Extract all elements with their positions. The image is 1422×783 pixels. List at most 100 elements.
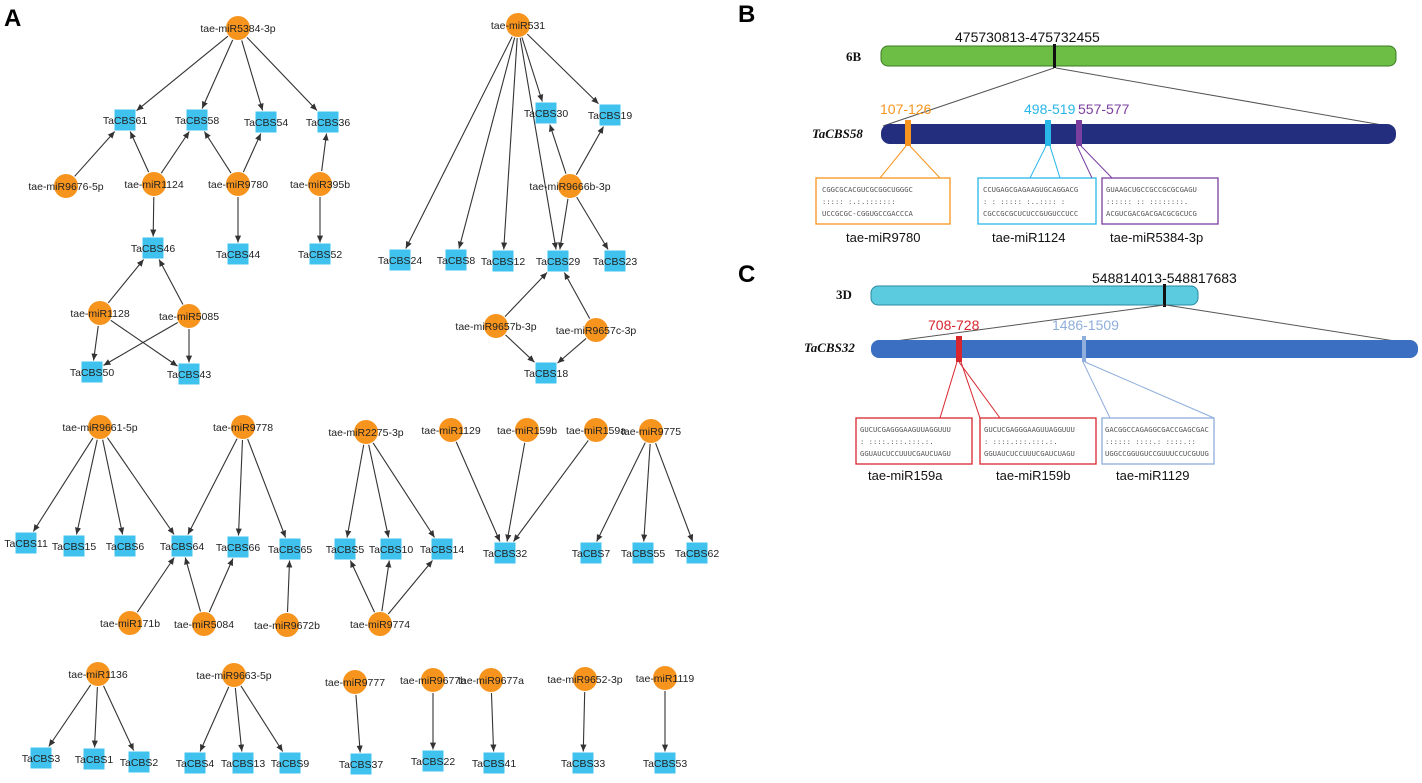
- target-square: [30, 747, 52, 769]
- site-marker: [1082, 336, 1086, 362]
- node-label: TaCBS64: [160, 541, 205, 553]
- target-square: [15, 532, 37, 554]
- target-node-TaCBS19: TaCBS19: [588, 104, 632, 126]
- mirna-caption: tae-miR159b: [996, 468, 1070, 483]
- mirna-circle: [118, 611, 142, 635]
- mirna-circle: [226, 16, 250, 40]
- node-label: TaCBS32: [483, 548, 528, 560]
- site-marker: [905, 120, 911, 146]
- target-square: [184, 752, 206, 774]
- node-label: TaCBS36: [306, 117, 351, 129]
- mirna-node-tae-miR9676-5p: tae-miR9676-5p: [28, 174, 104, 198]
- chromosome-3D-bar: [870, 285, 1199, 306]
- target-square: [227, 243, 249, 265]
- mirna-caption: tae-miR9780: [846, 230, 920, 245]
- mirna-circle: [177, 304, 201, 328]
- mirna-node-tae-miR9663-5p: tae-miR9663-5p: [196, 663, 272, 687]
- edge-tae-miR9775-to-TaCBS7: [596, 442, 646, 542]
- seq-pairing: : ::::.:::.:::.:.: [984, 437, 1058, 446]
- target-node-TaCBS7: TaCBS7: [572, 542, 611, 564]
- node-label: TaCBS2: [120, 757, 159, 769]
- node-label: tae-miR9780: [208, 179, 268, 191]
- seq-mirna: CGCCGCGCUCUCCGUGUCCUCC: [983, 209, 1078, 218]
- node-label: TaCBS65: [268, 544, 313, 556]
- gene-TaCBS58-bar: [881, 124, 1396, 144]
- node-label: TaCBS7: [572, 548, 611, 560]
- chromosome-label-6B: 6B: [846, 49, 862, 64]
- target-square: [128, 751, 150, 773]
- mirna-node-tae-miR9661-5p: tae-miR9661-5p: [62, 415, 138, 439]
- target-square: [445, 249, 467, 271]
- node-label: TaCBS30: [524, 108, 569, 120]
- target-square: [171, 535, 193, 557]
- seq-pairing: : : ::::: :..:::: :: [983, 197, 1065, 206]
- edge-tae-miR9677a-to-TaCBS41: [490, 692, 497, 752]
- mirna-node-tae-miR2275-3p: tae-miR2275-3p: [328, 420, 404, 444]
- edge-tae-miR171b-to-TaCBS64: [136, 557, 175, 613]
- node-label: TaCBS22: [411, 756, 456, 768]
- target-square: [279, 752, 301, 774]
- node-label: TaCBS62: [675, 548, 720, 560]
- mirna-circle: [584, 318, 608, 342]
- mirna-node-tae-miR9778: tae-miR9778: [213, 415, 273, 439]
- edge-tae-miR9661-5p-to-TaCBS6: [102, 439, 125, 535]
- mirna-node-tae-miR171b: tae-miR171b: [100, 611, 160, 635]
- network-nodes: tae-miR5384-3p tae-miR9676-5p tae-miR1124 t…: [4, 13, 719, 775]
- node-label: tae-miR171b: [100, 618, 160, 630]
- mirna-circle: [88, 301, 112, 325]
- mirna-circle: [506, 13, 530, 37]
- edge-tae-miR9780-to-TaCBS58: [203, 131, 232, 174]
- node-label: TaCBS44: [216, 249, 261, 261]
- target-node-TaCBS2: TaCBS2: [120, 751, 159, 773]
- edge-tae-miR5384-3p-to-TaCBS61: [136, 35, 229, 112]
- target-node-TaCBS58: TaCBS58: [175, 109, 220, 131]
- seq-pairing: :::::: ::::.: ::::.::: [1105, 437, 1196, 446]
- mirna-caption: tae-miR1129: [1116, 468, 1189, 483]
- edge-tae-miR9774-to-TaCBS10: [381, 560, 392, 612]
- mirna-node-tae-miR159b: tae-miR159b: [497, 418, 557, 442]
- edge-tae-miR531-to-TaCBS29: [519, 37, 558, 250]
- node-label: TaCBS11: [4, 538, 48, 550]
- gene-coordinates: 475730813-475732455: [955, 29, 1100, 45]
- target-square: [309, 243, 331, 265]
- target-square: [255, 111, 277, 133]
- node-label: tae-miR9663-5p: [196, 670, 271, 682]
- target-node-TaCBS53: TaCBS53: [643, 752, 687, 774]
- site-marker: [956, 336, 962, 362]
- target-node-TaCBS44: TaCBS44: [216, 243, 261, 265]
- target-node-TaCBS50: TaCBS50: [70, 361, 114, 383]
- node-label: tae-miR1128: [70, 308, 129, 320]
- node-label: TaCBS9: [271, 758, 310, 770]
- mirna-node-tae-miR9775: tae-miR9775: [621, 419, 681, 443]
- mirna-node-tae-miR395b: tae-miR395b: [290, 172, 350, 196]
- target-square: [422, 750, 444, 772]
- edge-tae-miR9666b-3p-to-TaCBS19: [575, 126, 605, 175]
- edge-tae-miR9778-to-TaCBS65: [247, 438, 287, 538]
- target-square: [334, 538, 356, 560]
- mirna-node-tae-miR1124: tae-miR1124: [124, 172, 184, 196]
- mirna-circle: [343, 670, 367, 694]
- target-square: [380, 538, 402, 560]
- target-node-TaCBS29: TaCBS29: [536, 250, 580, 272]
- mirna-caption: tae-miR1124: [992, 230, 1065, 245]
- edge-tae-miR9774-to-TaCBS5: [349, 560, 376, 613]
- seq-mirna: ACGUCGACGACGACGCGCUCG: [1106, 209, 1197, 218]
- alignment-box: [1101, 417, 1215, 465]
- node-label: tae-miR395b: [290, 179, 350, 191]
- edge-tae-miR531-to-TaCBS8: [457, 37, 516, 249]
- target-square: [63, 535, 85, 557]
- edge-tae-miR1136-to-TaCBS2: [102, 685, 135, 751]
- target-node-TaCBS4: TaCBS4: [176, 752, 214, 774]
- mirna-node-tae-miR159a: tae-miR159a: [566, 418, 626, 442]
- node-label: tae-miR9666b-3p: [529, 181, 610, 193]
- mirna-node-tae-miR5384-3p: tae-miR5384-3p: [200, 16, 276, 40]
- edge-tae-miR1128-to-TaCBS46: [107, 259, 145, 304]
- target-node-TaCBS15: TaCBS15: [52, 535, 96, 557]
- chromosome-6B-bar: [880, 45, 1397, 67]
- node-label: TaCBS58: [175, 115, 220, 127]
- edge-tae-miR1124-to-TaCBS58: [160, 131, 190, 174]
- edge-tae-miR1124-to-TaCBS61: [129, 131, 150, 173]
- mirna-circle: [368, 612, 392, 636]
- node-label: TaCBS12: [481, 256, 526, 268]
- mirna-circle: [275, 613, 299, 637]
